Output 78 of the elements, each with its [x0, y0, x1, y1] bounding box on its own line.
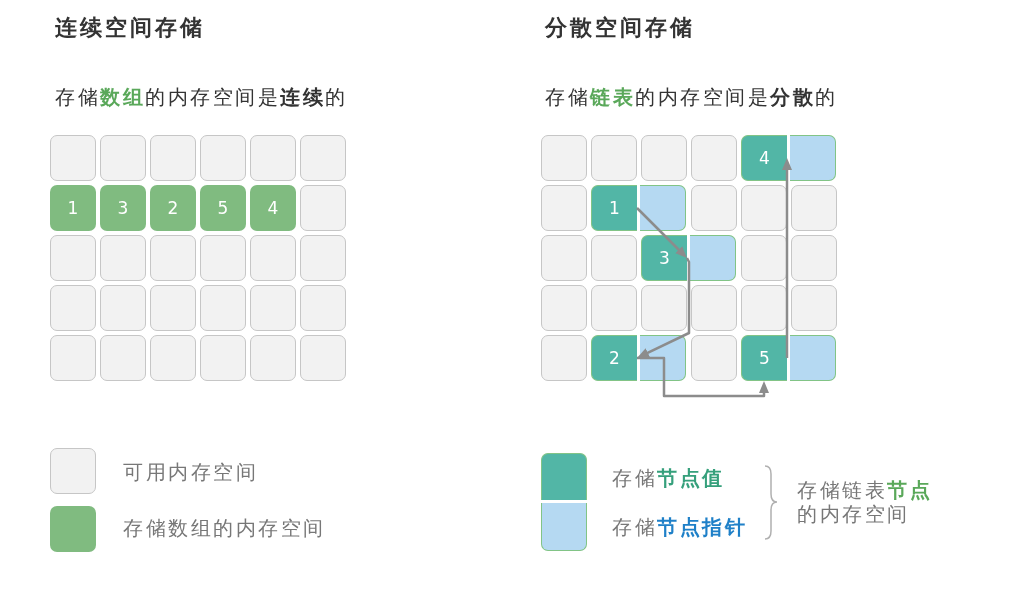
memory-cell	[791, 235, 837, 281]
node-value: 2	[609, 348, 620, 368]
node-value: 4	[759, 148, 770, 168]
memory-cell	[300, 135, 346, 181]
memory-cell	[300, 185, 346, 231]
legend-label: 可用内存空间	[123, 459, 258, 485]
memory-cell	[591, 235, 637, 281]
element-value: 1	[67, 198, 79, 218]
legend-label: 存储数组的内存空间	[123, 515, 326, 541]
memory-cell	[50, 335, 96, 381]
memory-cell	[150, 335, 196, 381]
memory-cell	[300, 285, 346, 331]
memory-cell	[100, 335, 146, 381]
node-value: 5	[759, 348, 770, 368]
memory-cell	[541, 335, 587, 381]
array-element-cell	[100, 185, 146, 231]
memory-cell	[250, 285, 296, 331]
memory-cell	[50, 285, 96, 331]
array-element-cell	[200, 185, 246, 231]
memory-cell	[150, 135, 196, 181]
node-value-cell	[591, 335, 637, 381]
memory-cell	[541, 185, 587, 231]
element-value: 5	[217, 198, 229, 218]
memory-cell	[250, 135, 296, 181]
memory-cell	[100, 235, 146, 281]
node-value: 1	[609, 198, 620, 218]
memory-cell	[50, 235, 96, 281]
memory-cell	[100, 135, 146, 181]
node-value-cell	[741, 335, 787, 381]
node-value-cell	[741, 135, 787, 181]
array-element-cell	[50, 185, 96, 231]
array-element-cell	[150, 185, 196, 231]
brace-label: 存储链表节点的内存空间	[797, 478, 933, 526]
memory-cell	[691, 335, 737, 381]
memory-cell	[591, 285, 637, 331]
memory-cell	[200, 135, 246, 181]
memory-cell	[300, 235, 346, 281]
memory-cell	[300, 335, 346, 381]
memory-cell	[200, 285, 246, 331]
memory-cell	[691, 285, 737, 331]
node-value-cell	[641, 235, 687, 281]
memory-cell	[641, 135, 687, 181]
legend-label: 存储节点值	[612, 465, 725, 491]
memory-cell	[741, 185, 787, 231]
node-value-cell	[591, 185, 637, 231]
memory-cell	[741, 235, 787, 281]
memory-cell	[591, 135, 637, 181]
section-description: 存储链表的内存空间是分散的	[545, 84, 838, 110]
memory-cell	[541, 135, 587, 181]
pointer-arrow	[782, 158, 792, 358]
memory-cell	[50, 135, 96, 181]
memory-cell	[150, 285, 196, 331]
section-description: 存储数组的内存空间是连续的	[55, 84, 348, 110]
pointer-arrow	[637, 257, 691, 358]
memory-cell	[791, 185, 837, 231]
element-value: 2	[167, 198, 179, 218]
element-value: 4	[267, 198, 279, 218]
memory-cell	[791, 285, 837, 331]
memory-cell	[250, 235, 296, 281]
pointer-arrow	[636, 207, 687, 258]
memory-cell	[691, 135, 737, 181]
memory-cell	[250, 335, 296, 381]
pointer-arrow	[637, 356, 769, 398]
memory-cell	[541, 285, 587, 331]
element-value: 3	[117, 198, 129, 218]
node-value: 3	[659, 248, 670, 268]
memory-cell	[741, 285, 787, 331]
legend-label: 存储节点指针	[612, 514, 747, 540]
memory-cell	[100, 285, 146, 331]
section-title: 连续空间存储	[55, 14, 205, 42]
memory-cell	[200, 235, 246, 281]
memory-cell	[691, 185, 737, 231]
memory-cell	[641, 285, 687, 331]
array-element-cell	[250, 185, 296, 231]
section-title: 分散空间存储	[545, 14, 695, 42]
memory-cell	[200, 335, 246, 381]
memory-cell	[150, 235, 196, 281]
memory-cell	[541, 235, 587, 281]
